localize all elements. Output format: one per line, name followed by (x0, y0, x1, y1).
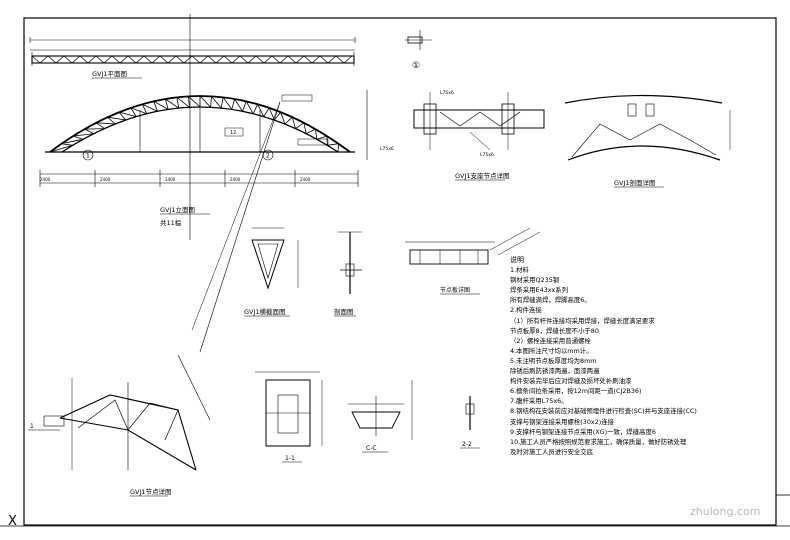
notes-item-11: 除锈后刷防锈漆两遍，面漆两遍 (510, 367, 600, 376)
support-angle-label-2: L75x6 (380, 146, 394, 152)
support-detail-view: L75x6 L75x6 L75x6 GVJ1支座节点详图 (380, 90, 545, 181)
small-section-title: 剖面图 (334, 307, 354, 316)
section-2-2-view: 2-2 (460, 396, 480, 449)
section-1-1-view: 1-1 (255, 371, 323, 463)
dim-value-2: 2400 (100, 177, 111, 182)
circle-marker-1-label: 1 (86, 153, 90, 160)
notes-item-13: 6.檩条间拉条采用，按12m间距一道(CJ2B36) (510, 387, 642, 396)
notes-item-4: 所有焊缝满焊，焊脚高度6。 (510, 296, 591, 305)
section-2-2-label: 2-2 (462, 441, 472, 448)
section-c-c-label: C-C (366, 445, 377, 452)
support-angle-label-3: L75x6 (480, 152, 494, 158)
notes-item-7: 节点板厚8，焊缝长度不小于80 (510, 326, 599, 335)
notes-item-18: 10.施工人员严格按照规范要求施工，确保质量，做好防锈处理 (510, 437, 687, 446)
dim-value-1: 2400 (40, 177, 51, 182)
support-angle-label-1: L75x6 (440, 90, 454, 96)
section-c-c-view: C-C (348, 380, 413, 453)
watermark: zhulong.com (690, 505, 761, 518)
notes-item-1: 1.材料 (510, 266, 529, 275)
notes-item-12: 构件安装完毕后应对焊缝及损坏处补刷油漆 (510, 377, 632, 386)
general-notes: 说明 1.材料 钢材采用Q235钢 焊条采用E43xx系列 所有焊缝满焊，焊脚高… (510, 255, 770, 457)
arch-section-title: GVJ1剖面详图 (614, 178, 656, 187)
arch-section-view: GVJ1剖面详图 (564, 94, 731, 188)
truss-plan-title: GVJ1平面图 (92, 70, 127, 78)
notes-item-5: 2.构件连接 (510, 306, 542, 315)
notes-item-15: 8.钢结构在安装前应对基础预埋件进行检查(SC)并与支座连接(CC) (510, 407, 697, 416)
corner-mark: X (8, 514, 17, 529)
notes-item-14: 7.腹杆采用L75x6。 (510, 397, 568, 406)
small-section-view: 剖面图 (334, 231, 362, 317)
span-label: 12 (230, 130, 236, 136)
notes-item-9: 4.本图所注尺寸均以mm计。 (510, 346, 593, 355)
dim-value-5: 2400 (300, 177, 311, 182)
truss-elevation-title: GVJ1立面图 (160, 205, 195, 214)
dim-value-4: 2400 (230, 177, 241, 182)
notes-item-3: 焊条采用E43xx系列 (510, 286, 569, 295)
detail-1-circle: ① (412, 61, 420, 71)
notes-item-16: 支撑与钢架连接采用螺栓(30x2)连接 (510, 417, 615, 426)
notes-item-17: 9.支撑杆与钢架连接节点采用(XG)一致，焊缝高度6 (510, 427, 656, 436)
dim-value-3: 2400 (165, 177, 176, 182)
truss-elevation-view: 2400 2400 2400 2400 2400 1 2 12 GVJ1立面图 … (39, 14, 368, 353)
node-detail-view: 1 GVJ1节点详图 (28, 354, 211, 497)
circle-marker-2-label: 2 (266, 153, 270, 160)
notes-item-2: 钢材采用Q235钢 (510, 276, 560, 285)
notes-item-6: （1）所有杆件连接均采用焊接，焊缝长度满足要求 (510, 316, 655, 325)
notes-item-8: （2）螺栓连接采用普通螺栓 (510, 336, 591, 345)
sheet-border (23, 17, 777, 526)
notes-item-19: 及时对施工人员进行安全交底 (510, 447, 594, 456)
plate-detail-view: 节点板详图 (405, 227, 531, 295)
detail-1-view: ① (405, 30, 432, 71)
support-detail-title: GVJ1支座节点详图 (455, 171, 510, 180)
circle-marker-1 (82, 149, 94, 161)
notes-heading: 说明 (510, 256, 524, 264)
truss-plan-view: GVJ1平面图 (29, 37, 356, 79)
section-1-1-label: 1-1 (285, 455, 295, 462)
truss-elevation-subtitle: 共11榀 (160, 218, 182, 227)
triangle-section-title: GVJ1横截面图 (244, 307, 286, 316)
plate-detail-title: 节点板详图 (440, 286, 470, 294)
node-detail-title: GVJ1节点详图 (130, 487, 172, 496)
node-tag-label: 1 (30, 423, 34, 430)
triangle-section-view: GVJ1横截面图 (244, 227, 299, 317)
notes-item-10: 5.未注明节点板厚度均为8mm (510, 356, 597, 365)
